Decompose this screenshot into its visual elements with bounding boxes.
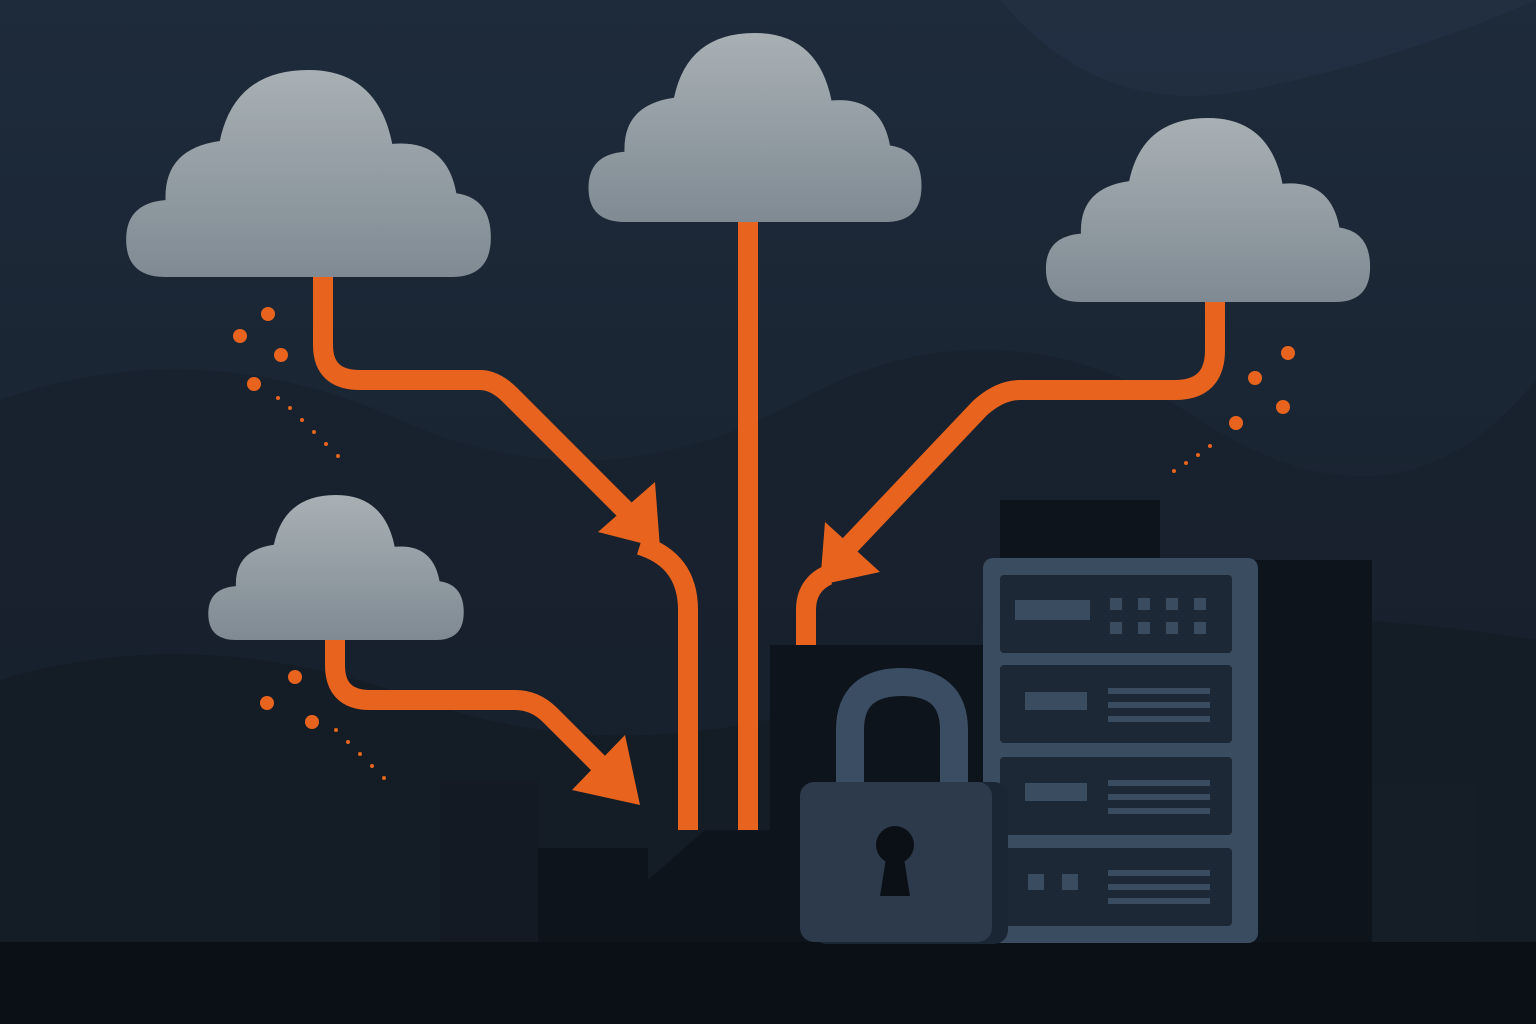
arrow-head-1	[598, 482, 660, 548]
arrow-head-3	[820, 522, 880, 585]
lock-icon	[800, 667, 1008, 944]
arrow-path-3	[842, 302, 1225, 552]
arrow-path-4	[325, 640, 608, 773]
arrow-path-1	[313, 277, 638, 523]
data-flow-arrows	[313, 222, 1225, 830]
background-hills-top	[1000, 0, 1536, 96]
arrow-head-4	[572, 735, 640, 805]
server-rack-icon	[983, 558, 1258, 943]
particles	[233, 307, 1295, 780]
arrow-path-1b	[636, 535, 698, 830]
